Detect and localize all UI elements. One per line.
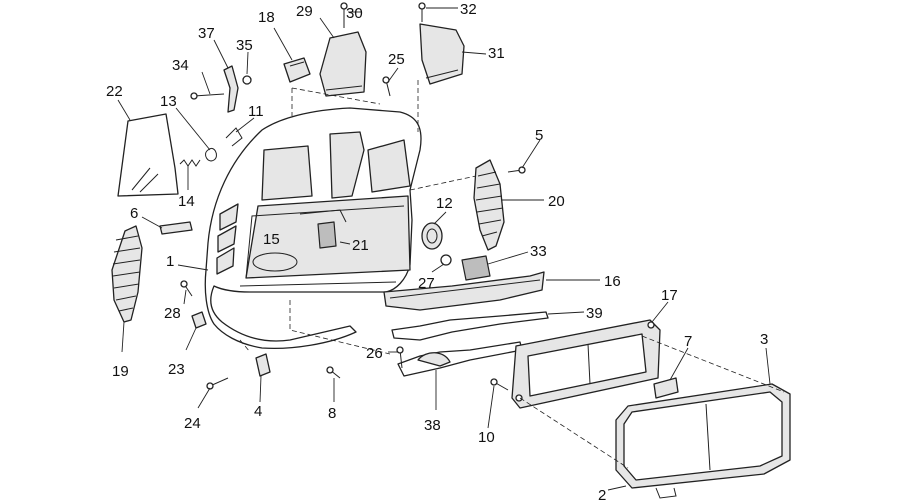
part-24-screw	[206, 377, 229, 390]
part-19-left-grille	[111, 225, 143, 323]
assembly-guides	[239, 80, 785, 469]
part-17-frame	[511, 319, 661, 409]
part-30-screw	[340, 2, 348, 28]
part-6-pin	[159, 221, 193, 235]
part-27-fastener	[440, 254, 452, 266]
part-32-screw	[418, 2, 426, 22]
callout-4: 4	[254, 403, 262, 420]
part-22-panel	[117, 113, 179, 197]
part-39-gasket	[391, 311, 549, 341]
leader-lines	[117, 7, 771, 491]
callout-18: 18	[258, 9, 275, 26]
part-13-spring	[205, 147, 217, 162]
callout-11: 11	[248, 103, 264, 120]
part-8-screw	[326, 366, 341, 379]
callout-28: 28	[164, 305, 181, 322]
callout-16: 16	[604, 273, 621, 290]
callout-39: 39	[586, 305, 603, 322]
callout-35: 35	[236, 37, 253, 54]
part-12-lock	[421, 222, 443, 250]
part-11-spring-clip	[225, 127, 243, 147]
callout-14: 14	[178, 193, 195, 210]
callout-19: 19	[112, 363, 129, 380]
part-34-bolt	[190, 92, 225, 100]
callout-30: 30	[346, 5, 363, 22]
callout-33: 33	[530, 243, 547, 260]
callout-24: 24	[184, 415, 201, 432]
callout-2: 2	[598, 487, 606, 504]
part-25-screw	[382, 76, 391, 97]
callout-22: 22	[106, 83, 123, 100]
callout-3: 3	[760, 331, 768, 348]
callout-23: 23	[168, 361, 185, 378]
part-18-clip	[283, 57, 311, 83]
callout-38: 38	[424, 417, 441, 434]
part-29-top-cover	[319, 31, 367, 97]
callout-12: 12	[436, 195, 453, 212]
part-1-leg-shield	[204, 107, 422, 350]
callout-31: 31	[488, 45, 505, 62]
callout-5: 5	[535, 127, 543, 144]
callout-1: 1	[166, 253, 174, 270]
part-26-screw	[396, 346, 404, 369]
callout-7: 7	[684, 333, 692, 350]
part-7-bracket	[653, 377, 679, 399]
callout-32: 32	[460, 1, 477, 18]
part-35-nut	[242, 75, 252, 85]
callout-labels: 1 2 3 4 5 6 7 8 10 11 12 13 14 15 16 17 …	[106, 1, 768, 504]
callout-26: 26	[366, 345, 383, 362]
callout-8: 8	[328, 405, 336, 422]
part-3-panel	[615, 383, 791, 499]
callout-15: 15	[263, 231, 280, 248]
part-31-top-cover	[419, 23, 465, 85]
part-23-clip	[191, 311, 207, 329]
callout-13: 13	[160, 93, 177, 110]
part-37-hook	[223, 65, 239, 113]
callout-34: 34	[172, 57, 189, 74]
part-33-switch	[461, 255, 491, 281]
part-14-spring	[179, 159, 201, 167]
callout-6: 6	[130, 205, 138, 222]
part-5-screw	[507, 166, 526, 174]
callout-20: 20	[548, 193, 565, 210]
part-28-screw	[180, 280, 193, 297]
callout-17: 17	[661, 287, 678, 304]
part-21-inner-bracket	[299, 209, 347, 249]
callout-27: 27	[418, 275, 435, 292]
part-20-right-grille	[473, 159, 505, 251]
callout-10: 10	[478, 429, 495, 446]
callout-37: 37	[198, 25, 215, 42]
part-10-screw	[490, 378, 509, 391]
callout-29: 29	[296, 3, 313, 20]
part-4-clip	[255, 353, 271, 377]
callout-25: 25	[388, 51, 405, 68]
part-16-trim-strip	[383, 271, 545, 311]
callout-21: 21	[352, 237, 369, 254]
part-38-lower-strip	[397, 341, 523, 377]
